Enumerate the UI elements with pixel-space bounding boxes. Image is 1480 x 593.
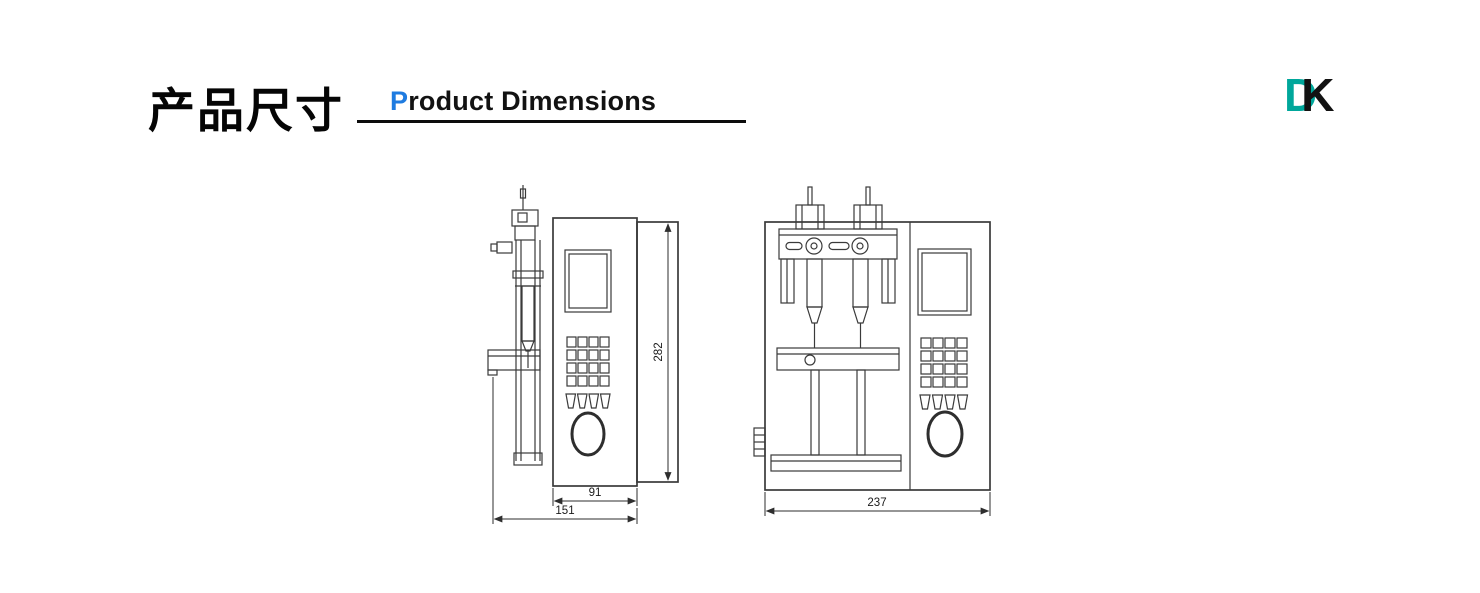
logo-letter-d: D: [1284, 69, 1318, 121]
title-underline: [357, 120, 746, 123]
side-keypad: [566, 336, 610, 387]
front-control-panel: [917, 248, 972, 458]
side-jog-knob: [570, 411, 606, 457]
dim-label-total-width: 151: [555, 505, 574, 517]
dim-label-front-width: 237: [867, 497, 886, 509]
side-display-screen: [564, 249, 612, 313]
front-jog-knob: [926, 410, 964, 458]
front-display-screen: [917, 248, 972, 316]
logo-letter-k: K: [1301, 69, 1335, 121]
dim-label-body-width: 91: [589, 487, 602, 499]
side-depth-panel: [636, 221, 679, 483]
side-pump-mechanism: [487, 185, 544, 466]
dim-label-height: 282: [653, 342, 665, 361]
front-pump-mechanism: [753, 186, 902, 472]
subtitle-rest: roduct Dimensions: [408, 86, 657, 116]
page-title-en: Product Dimensions: [390, 86, 656, 117]
side-function-buttons: [565, 393, 611, 409]
front-dimensions: 237: [764, 492, 991, 516]
side-view-drawing: 282 91 151: [487, 185, 679, 524]
front-body: [764, 221, 991, 491]
front-keypad: [920, 337, 968, 388]
page-title-cn: 产品尺寸: [148, 84, 344, 137]
front-function-buttons: [919, 394, 969, 410]
side-control-panel: [564, 249, 612, 457]
subtitle-initial: P: [390, 86, 409, 116]
brand-logo: DK: [1284, 68, 1334, 122]
side-dimensions: 282 91 151: [492, 223, 672, 524]
front-view-drawing: 237: [753, 186, 991, 516]
